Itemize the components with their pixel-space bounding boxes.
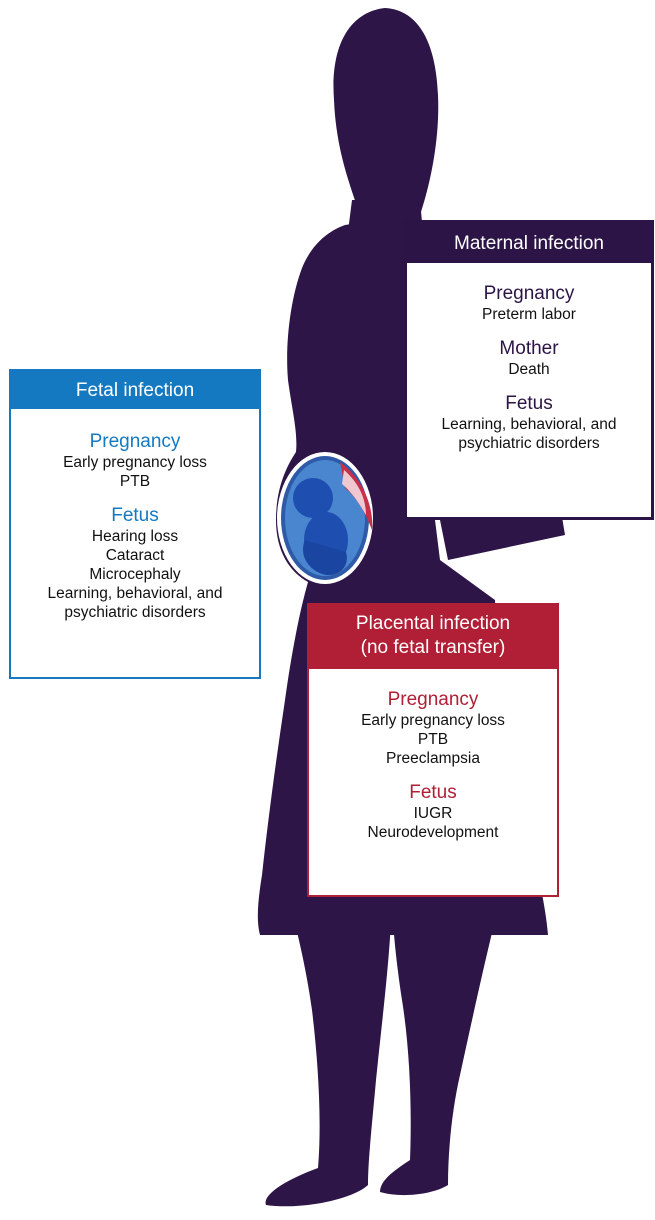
placental-pregnancy-item: PTB [417,731,449,748]
placental-infection-header: Placental infection (no fetal transfer) [309,605,557,669]
fetal-fetus-item: Learning, behavioral, and [47,585,223,602]
fetal-pregnancy-title: Pregnancy [89,431,181,452]
fetal-fetus-item: Hearing loss [91,528,179,545]
placental-fetus-title: Fetus [409,782,457,803]
fetal-fetus-item: psychiatric disorders [64,604,206,621]
fetal-fetus-item: Cataract [105,547,165,564]
maternal-fetus-title: Fetus [505,393,553,414]
fetal-pregnancy-item: PTB [119,473,151,490]
maternal-infection-panel: Maternal infection Pregnancy Preterm lab… [404,220,654,520]
fetal-fetus-item: Microcephaly [89,566,181,583]
placental-header-line1: Placental infection [355,613,511,634]
fetal-fetus-title: Fetus [111,505,159,526]
maternal-mother-title: Mother [499,338,559,359]
placental-infection-panel: Placental infection (no fetal transfer) … [307,603,559,897]
maternal-mother-item: Death [508,361,550,378]
fetal-pregnancy-item: Early pregnancy loss [63,454,207,471]
placental-fetus-item: Neurodevelopment [367,824,499,841]
placental-pregnancy-item: Early pregnancy loss [361,712,505,729]
placental-infection-body: Pregnancy Early pregnancy loss PTB Preec… [309,669,557,842]
maternal-pregnancy-title: Pregnancy [483,283,575,304]
fetal-infection-body: Pregnancy Early pregnancy loss PTB Fetus… [11,409,259,622]
maternal-fetus-item: psychiatric disorders [458,435,600,452]
placental-pregnancy-title: Pregnancy [387,689,479,710]
maternal-pregnancy-item: Preterm labor [482,306,576,323]
maternal-fetus-item: Learning, behavioral, and [441,416,617,433]
maternal-infection-body: Pregnancy Preterm labor Mother Death Fet… [407,263,651,453]
placental-pregnancy-item: Preeclampsia [386,750,480,767]
placental-fetus-item: IUGR [413,805,453,822]
placental-header-line2: (no fetal transfer) [360,637,506,658]
fetus-in-womb-icon [277,452,373,584]
fetal-infection-panel: Fetal infection Pregnancy Early pregnanc… [9,369,261,679]
maternal-infection-header: Maternal infection [407,223,651,263]
fetal-infection-header: Fetal infection [11,371,259,409]
